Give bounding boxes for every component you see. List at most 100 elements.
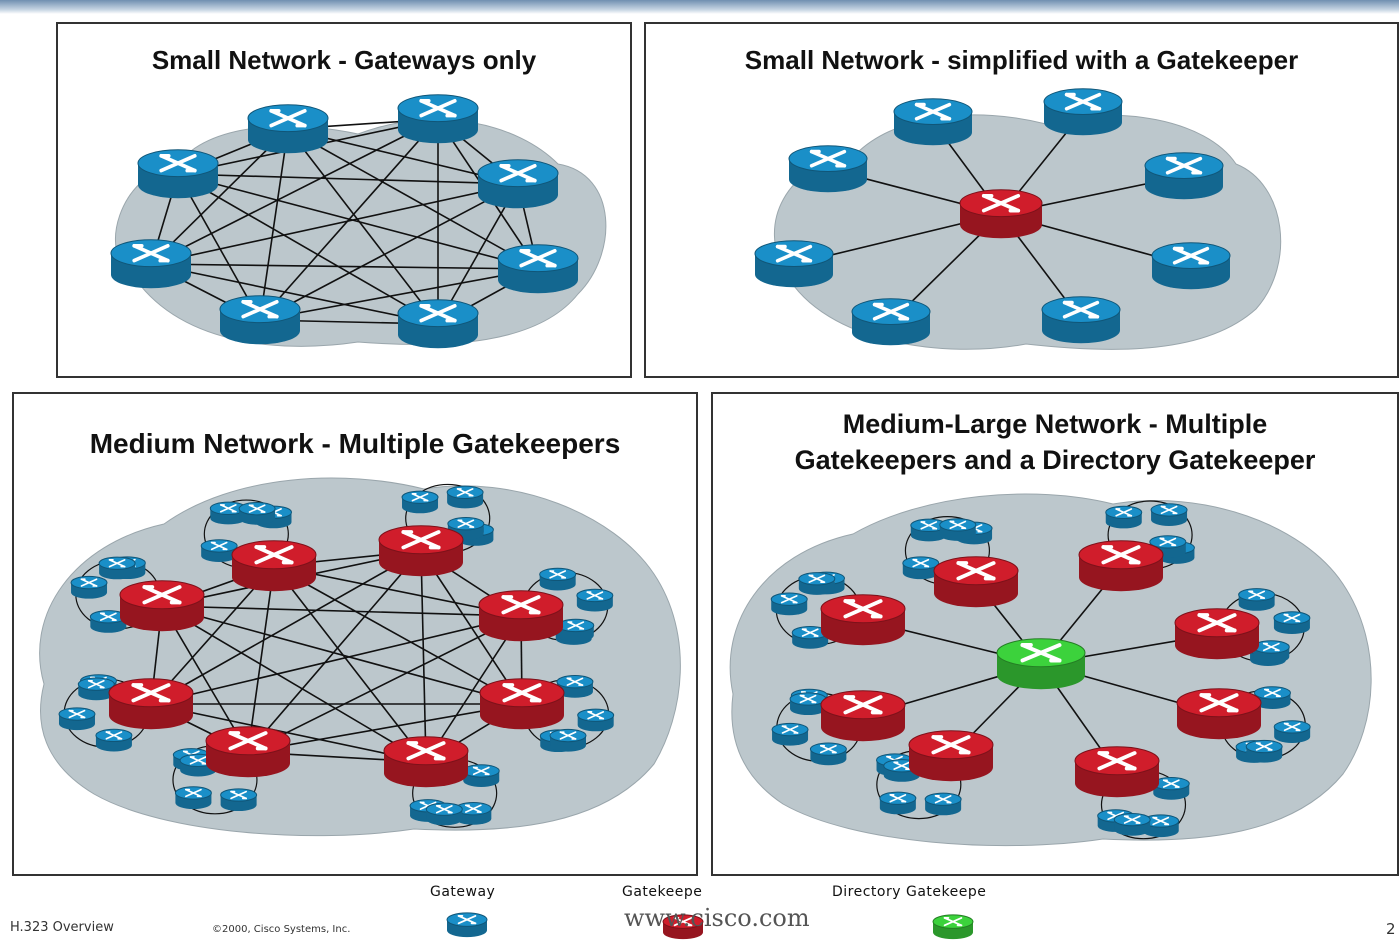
gateway-icon bbox=[577, 708, 615, 732]
gatekeeper-icon bbox=[662, 914, 704, 940]
gateway-icon bbox=[798, 572, 836, 595]
gateway-icon bbox=[910, 518, 948, 542]
panel-small-gateways: Small Network - Gateways only bbox=[56, 22, 632, 378]
panel-title: Small Network - simplified with a Gateke… bbox=[744, 45, 1299, 75]
gateway-icon bbox=[219, 295, 301, 345]
diagram-medium-gatekeepers bbox=[39, 477, 681, 837]
gateway-icon bbox=[771, 722, 809, 746]
gateway-icon bbox=[77, 677, 115, 701]
gateway-icon bbox=[70, 575, 108, 599]
gateway-icon bbox=[893, 98, 973, 146]
gateway-icon bbox=[556, 675, 594, 698]
gateway-icon bbox=[95, 728, 133, 752]
gateway-icon bbox=[902, 556, 940, 580]
gateway-icon bbox=[879, 791, 917, 815]
directory-gatekeeper-icon bbox=[932, 914, 974, 940]
gateway-icon bbox=[200, 539, 238, 562]
gateway-icon bbox=[446, 912, 488, 938]
mesh-link bbox=[420, 550, 427, 763]
gateway-icon bbox=[397, 94, 479, 144]
gateway-cluster bbox=[523, 567, 614, 645]
gateway-cluster bbox=[409, 758, 500, 828]
footer-title: H.323 Overview bbox=[10, 920, 114, 935]
mesh-link bbox=[259, 183, 519, 321]
gatekeeper-icon bbox=[231, 540, 317, 592]
gateway-icon bbox=[397, 299, 479, 349]
mesh-link bbox=[150, 615, 522, 705]
mesh-link bbox=[247, 615, 522, 753]
gatekeeper-icon bbox=[1174, 608, 1260, 660]
mesh-link bbox=[273, 565, 523, 705]
gateway-icon bbox=[425, 802, 463, 826]
mesh-link bbox=[177, 173, 519, 185]
panel-medium-gatekeepers: Medium Network - Multiple Gatekeepers bbox=[12, 392, 698, 876]
gatekeeper-icon bbox=[1176, 688, 1262, 740]
mesh-link bbox=[247, 565, 275, 753]
gateway-cluster bbox=[1219, 588, 1311, 666]
gateway-cluster bbox=[172, 745, 258, 815]
diagram-small-gatekeeper bbox=[754, 88, 1282, 350]
mesh-link bbox=[150, 263, 539, 270]
gateway-icon bbox=[477, 159, 559, 209]
gateway-icon bbox=[89, 610, 127, 633]
gateway-icon bbox=[1238, 588, 1276, 611]
gateway-icon bbox=[1041, 296, 1121, 344]
gatekeeper-icon bbox=[108, 678, 194, 730]
gatekeeper-icon bbox=[205, 726, 291, 778]
gateway-cluster bbox=[771, 688, 862, 766]
gateway-cluster bbox=[1220, 686, 1311, 763]
gateway-icon bbox=[58, 707, 96, 731]
gateway-icon bbox=[462, 764, 500, 787]
gateway-icon bbox=[137, 149, 219, 199]
gateway-cluster bbox=[401, 483, 494, 554]
gateway-icon bbox=[1152, 776, 1190, 800]
gateway-icon bbox=[110, 239, 192, 289]
panel-title-line-2: Gatekeepers and a Directory Gatekeeper bbox=[794, 445, 1316, 475]
mesh-link bbox=[150, 263, 439, 325]
gateway-icon bbox=[539, 567, 577, 591]
gateway-icon bbox=[1144, 152, 1224, 200]
legend-label-gateway: Gateway bbox=[430, 884, 496, 900]
mesh-link bbox=[161, 605, 523, 705]
gateway-cluster bbox=[770, 571, 861, 649]
mesh-link bbox=[150, 128, 289, 265]
panel-title: Small Network - Gateways only bbox=[151, 45, 537, 75]
mesh-link bbox=[150, 118, 439, 265]
mesh-link bbox=[161, 605, 427, 763]
gatekeeper-icon bbox=[959, 189, 1043, 239]
mesh-link bbox=[177, 173, 439, 325]
panel-medium-large-directory: Medium-Large Network - Multiple Gatekeep… bbox=[711, 392, 1399, 876]
gatekeeper-icon bbox=[378, 525, 464, 577]
gateway-icon bbox=[549, 728, 587, 752]
gatekeeper-icon bbox=[1078, 540, 1164, 592]
gateway-icon bbox=[446, 485, 484, 509]
top-banner bbox=[0, 0, 1399, 14]
diagram-small-gateways bbox=[110, 94, 607, 349]
gateway-icon bbox=[557, 618, 595, 642]
gateway-icon bbox=[1273, 720, 1311, 743]
gateway-icon bbox=[1105, 505, 1143, 529]
gateway-icon bbox=[809, 742, 847, 766]
gatekeeper-icon bbox=[479, 678, 565, 730]
mesh-link bbox=[177, 173, 261, 321]
gatekeeper-icon bbox=[1074, 746, 1160, 798]
gateway-icon bbox=[939, 518, 977, 541]
gateway-icon bbox=[98, 556, 136, 580]
mesh-link bbox=[287, 128, 539, 270]
gateway-icon bbox=[1252, 640, 1290, 664]
gateway-icon bbox=[220, 788, 258, 812]
gatekeeper-icon bbox=[820, 594, 906, 646]
directory-gatekeeper-icon bbox=[996, 638, 1086, 690]
footer-website: www.cisco.com bbox=[624, 904, 810, 932]
gateway-cluster bbox=[902, 516, 993, 586]
gateway-icon bbox=[238, 502, 276, 525]
gatekeeper-icon bbox=[383, 736, 469, 788]
gatekeeper-icon bbox=[908, 730, 994, 782]
gateway-cluster bbox=[70, 556, 161, 633]
gatekeeper-icon bbox=[820, 690, 906, 742]
gateway-icon bbox=[1113, 812, 1151, 836]
gateway-icon bbox=[788, 145, 868, 193]
gateway-icon bbox=[1043, 88, 1123, 136]
gateway-icon bbox=[789, 692, 827, 716]
mesh-link bbox=[247, 550, 422, 753]
